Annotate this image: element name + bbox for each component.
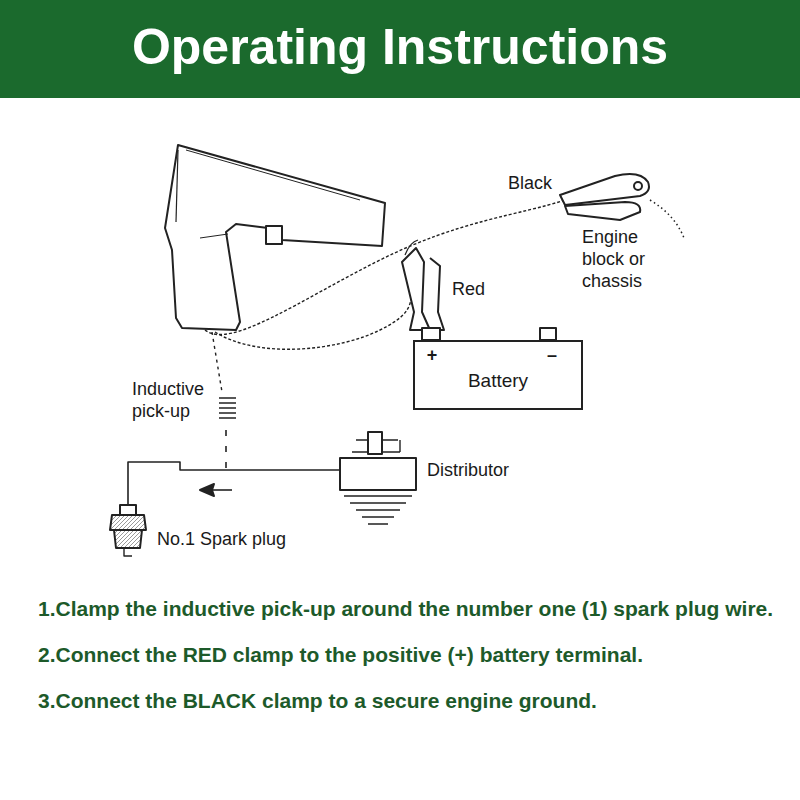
part-label: No.1 Spark plug [157, 528, 327, 550]
part-label: Distributor [427, 459, 547, 481]
part-label: Inductive pick-up [132, 378, 218, 422]
instruction-step: 1.Clamp the inductive pick-up around the… [38, 586, 794, 632]
ground-note: Engine block or chassis [582, 226, 668, 292]
wire-label: Red [452, 278, 502, 300]
instruction-list: 1.Clamp the inductive pick-up around the… [38, 586, 794, 724]
terminal-sign: + [422, 344, 442, 366]
wire-label: Black [508, 172, 568, 194]
instruction-step: 3.Connect the BLACK clamp to a secure en… [38, 678, 794, 724]
instruction-step: 2.Connect the RED clamp to the positive … [38, 632, 794, 678]
battery-box: Battery [413, 340, 583, 410]
page-title: Operating Instructions [0, 12, 800, 82]
terminal-sign: – [542, 344, 562, 366]
